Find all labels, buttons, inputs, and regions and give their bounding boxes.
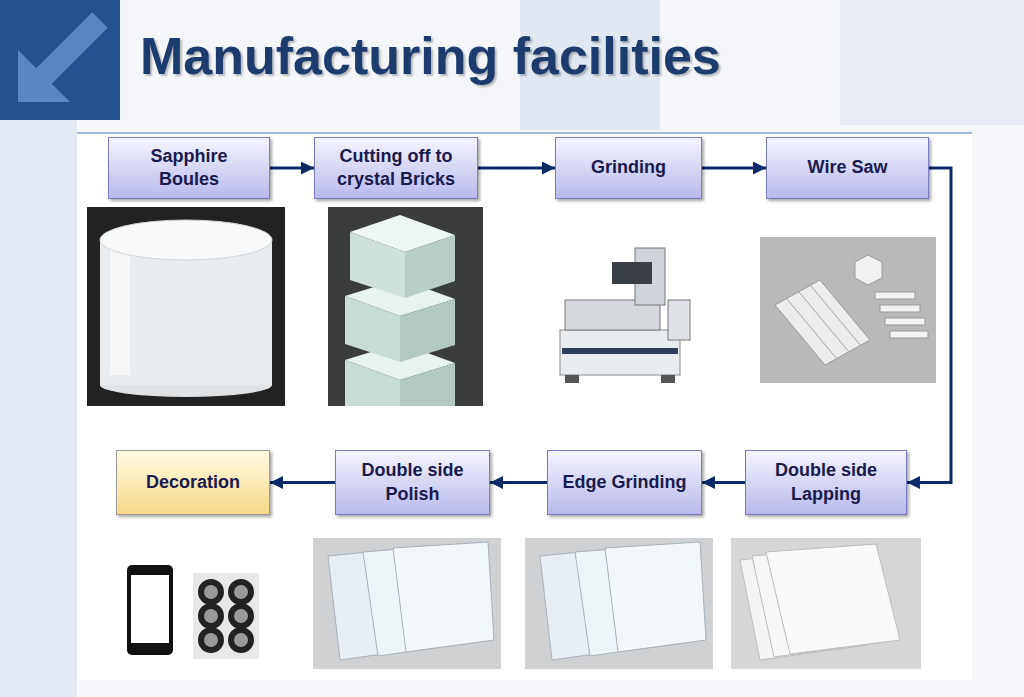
machine-base [560,330,680,375]
machine-head [612,262,652,284]
wafer-strip [890,331,928,338]
sheet [605,542,706,652]
machine-foot [565,375,579,383]
process-box: Double side Lapping [745,450,907,515]
process-box: Grinding [555,137,702,199]
photo-ground [760,237,936,383]
content-panel [77,133,972,680]
output-box: Decoration [116,450,270,515]
phone-body [127,565,173,655]
lens-ring [201,606,221,626]
photo-ground [87,207,285,406]
photo-ground [731,538,921,669]
box-label: Grinding [591,156,666,179]
brick-side [345,360,400,406]
box-label: Decoration [146,471,240,494]
box-label: Sapphire Boules [129,145,249,192]
flow-arrow [270,167,314,170]
title: Manufacturing facilities [140,26,721,86]
control-panel [668,300,690,340]
photo-ground [313,538,501,669]
boule-top [100,220,272,260]
sheet [393,542,494,652]
wafer-strip [880,305,920,312]
box-label: Cutting off to crystal Bricks [326,145,466,192]
wafer-piece [855,255,882,285]
brick-side [400,299,455,362]
panel-rule [77,132,972,134]
lens-ring [231,606,251,626]
process-box: Wire Saw [766,137,929,199]
flow-arrow [490,481,547,484]
photo-ground [193,573,259,659]
process-box: Sapphire Boules [108,137,270,199]
lens-ring [201,582,221,602]
photo-ground [548,237,701,389]
lens-ring [231,630,251,650]
photo-ground [328,207,483,406]
wafer-strip [875,292,915,299]
machine-foot [661,375,675,383]
brick-side [350,232,405,298]
lens-ring [231,582,251,602]
logo-arrow-head [18,50,70,102]
wafer-strip [885,318,925,325]
box-label: Double side Polish [353,459,473,506]
logo-arrow [42,20,100,78]
brick-side [405,235,455,298]
boule-highlight [110,250,130,375]
boule-body [100,240,272,385]
flow-arrow [907,168,951,483]
sheet [766,544,900,654]
machine-stripe [562,348,678,354]
phone-screen [131,575,169,643]
process-box: Edge Grinding [547,450,702,515]
process-box: Double side Polish [335,450,490,515]
box-label: Double side Lapping [766,459,886,506]
brick-side [400,363,455,406]
flow-arrow [270,481,335,484]
slice-line [811,286,861,346]
flow-arrow [702,167,766,170]
side-panel [0,120,77,697]
sliced-brick [775,280,870,365]
flow-arrow [478,167,555,170]
logo-square [0,0,120,120]
photo-ground [525,538,713,669]
process-box: Cutting off to crystal Bricks [314,137,478,199]
lens-ring [201,630,221,650]
box-label: Wire Saw [808,156,888,179]
deco-panel [840,0,1024,125]
box-label: Edge Grinding [563,471,687,494]
brick-side [345,296,400,362]
flow-arrow [702,481,745,484]
